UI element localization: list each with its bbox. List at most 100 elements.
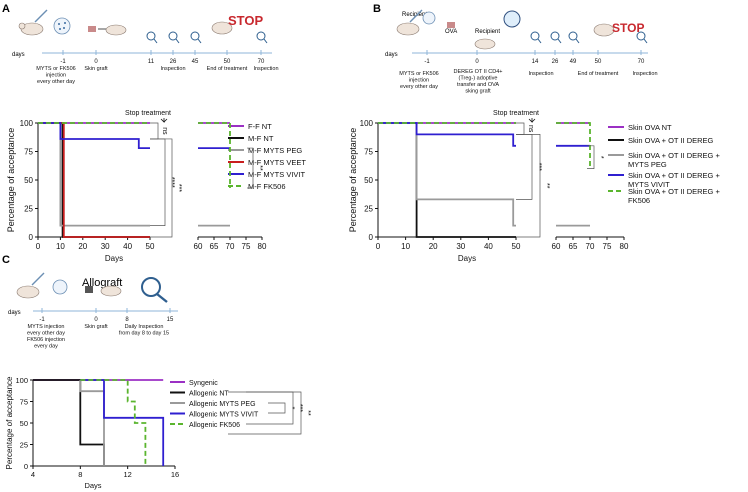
series-line	[38, 122, 150, 150]
x-tick-label: 75	[603, 242, 612, 251]
timeline-caption: Skin graft	[84, 66, 108, 72]
timeline-tick-label: 15	[167, 317, 174, 323]
legend-label: M-F NT	[248, 134, 274, 143]
mouse-icon	[18, 9, 48, 36]
timeline-tick-label: 11	[148, 59, 155, 65]
legend-label: Skin OVA + OT II DEREG +MYTS PEG	[628, 151, 720, 169]
y-tick-label: 25	[364, 205, 373, 214]
series-line	[38, 122, 150, 238]
series-line	[378, 122, 516, 147]
x-tick-label: 0	[376, 242, 381, 251]
significance-label: *	[597, 156, 604, 159]
mouse-icon	[16, 272, 122, 299]
x-tick-label: 20	[429, 242, 438, 251]
significance-bracket	[228, 391, 302, 435]
legend-label: M-F FK506	[248, 182, 286, 191]
legend-label: Skin OVA + OT II DEREG	[628, 136, 714, 145]
significance-bracket	[516, 134, 533, 200]
timeline-tick-label: 0	[475, 59, 479, 65]
y-tick-label: 0	[369, 233, 374, 242]
significance-label: ***	[296, 404, 303, 412]
stop-label-b: STOP	[612, 21, 644, 35]
inspection-magnifier-icon	[530, 31, 648, 44]
legend-label: Skin OVA + OT II DEREG +FK506	[628, 187, 720, 205]
legend-label: Syngenic	[189, 380, 218, 387]
stop-treatment-arrow	[528, 118, 536, 123]
significance-label: *	[288, 407, 295, 410]
legend-label: Skin OVA NT	[628, 123, 672, 132]
significance-bracket	[268, 402, 286, 414]
timeline-tick-label: 0	[94, 317, 98, 323]
y-tick-label: 100	[360, 119, 374, 128]
timeline-c-days-label: days	[8, 310, 21, 316]
timeline-caption: Inspection	[528, 71, 553, 77]
series-line	[38, 122, 150, 238]
legend-label: Allogenic MYTS PEG	[189, 401, 256, 408]
significance-label: ns	[527, 125, 534, 133]
y-tick-label: 50	[20, 419, 28, 428]
significance-label: **	[543, 183, 550, 189]
timeline-tick-label: 14	[532, 59, 539, 65]
timeline-b-days-label: days	[385, 52, 398, 58]
stop-treatment-annotation: Stop treatment	[493, 110, 539, 117]
x-tick-label: 80	[620, 242, 629, 251]
timeline-tick-label: 50	[224, 59, 231, 65]
stop-treatment-arrow	[160, 118, 168, 123]
significance-label: ****	[168, 177, 175, 188]
timeline-tick-label: 70	[258, 59, 265, 65]
x-tick-label: 10	[56, 242, 65, 251]
significance-label: ***	[175, 184, 182, 192]
legend-label: Allogenic MYTS VIVIT	[189, 412, 259, 419]
legend-label: Allogenic NT	[189, 391, 229, 398]
significance-bracket	[247, 147, 254, 189]
timeline-tick-label: -1	[424, 59, 430, 65]
skin-graft-icon	[88, 24, 127, 36]
x-tick-label: 50	[512, 242, 521, 251]
series-line	[79, 380, 105, 466]
y-tick-label: 25	[24, 205, 33, 214]
timeline-tick-label: 70	[638, 59, 645, 65]
legend-label: Allogenic FK506	[189, 422, 240, 429]
y-tick-label: 0	[24, 462, 28, 471]
x-tick-label: 20	[78, 242, 87, 251]
x-tick-label: 30	[101, 242, 110, 251]
series-line-right	[198, 122, 231, 188]
legend-label: M-F MYTS VEET	[248, 158, 306, 167]
series-line	[378, 122, 516, 238]
timeline-tick-label: 50	[595, 59, 602, 65]
x-tick-label: 70	[586, 242, 595, 251]
inspection-magnifier-icon	[146, 31, 268, 44]
stop-treatment-annotation: Stop treatment	[125, 110, 171, 117]
legend-label: Skin OVA + OT II DEREG +MYTS VIVIT	[628, 171, 720, 189]
panel-letter-c: C	[2, 254, 10, 266]
x-tick-label: 0	[36, 242, 41, 251]
legend-label: M-F MYTS VIVIT	[248, 170, 306, 179]
significance-label: ns	[161, 127, 168, 135]
significance-bracket	[150, 138, 166, 226]
x-tick-label: 60	[194, 242, 203, 251]
y-tick-label: 75	[364, 148, 373, 157]
x-tick-label: 80	[258, 242, 267, 251]
significance-bracket	[246, 391, 294, 425]
series-line	[80, 379, 165, 466]
y-tick-label: 100	[20, 119, 34, 128]
x-tick-label: 30	[456, 242, 465, 251]
x-axis-label: Days	[84, 481, 101, 490]
recipient-label-1: Recipient	[402, 12, 427, 18]
timeline-caption: Inspection	[160, 66, 185, 72]
timeline-caption: Skin graft	[84, 324, 108, 330]
y-tick-label: 50	[364, 176, 373, 185]
significance-label: **	[256, 165, 263, 171]
legend-label: F-F NT	[248, 122, 272, 131]
y-axis-label: Percentage of acceptance	[5, 376, 14, 470]
x-tick-label: 40	[484, 242, 493, 251]
